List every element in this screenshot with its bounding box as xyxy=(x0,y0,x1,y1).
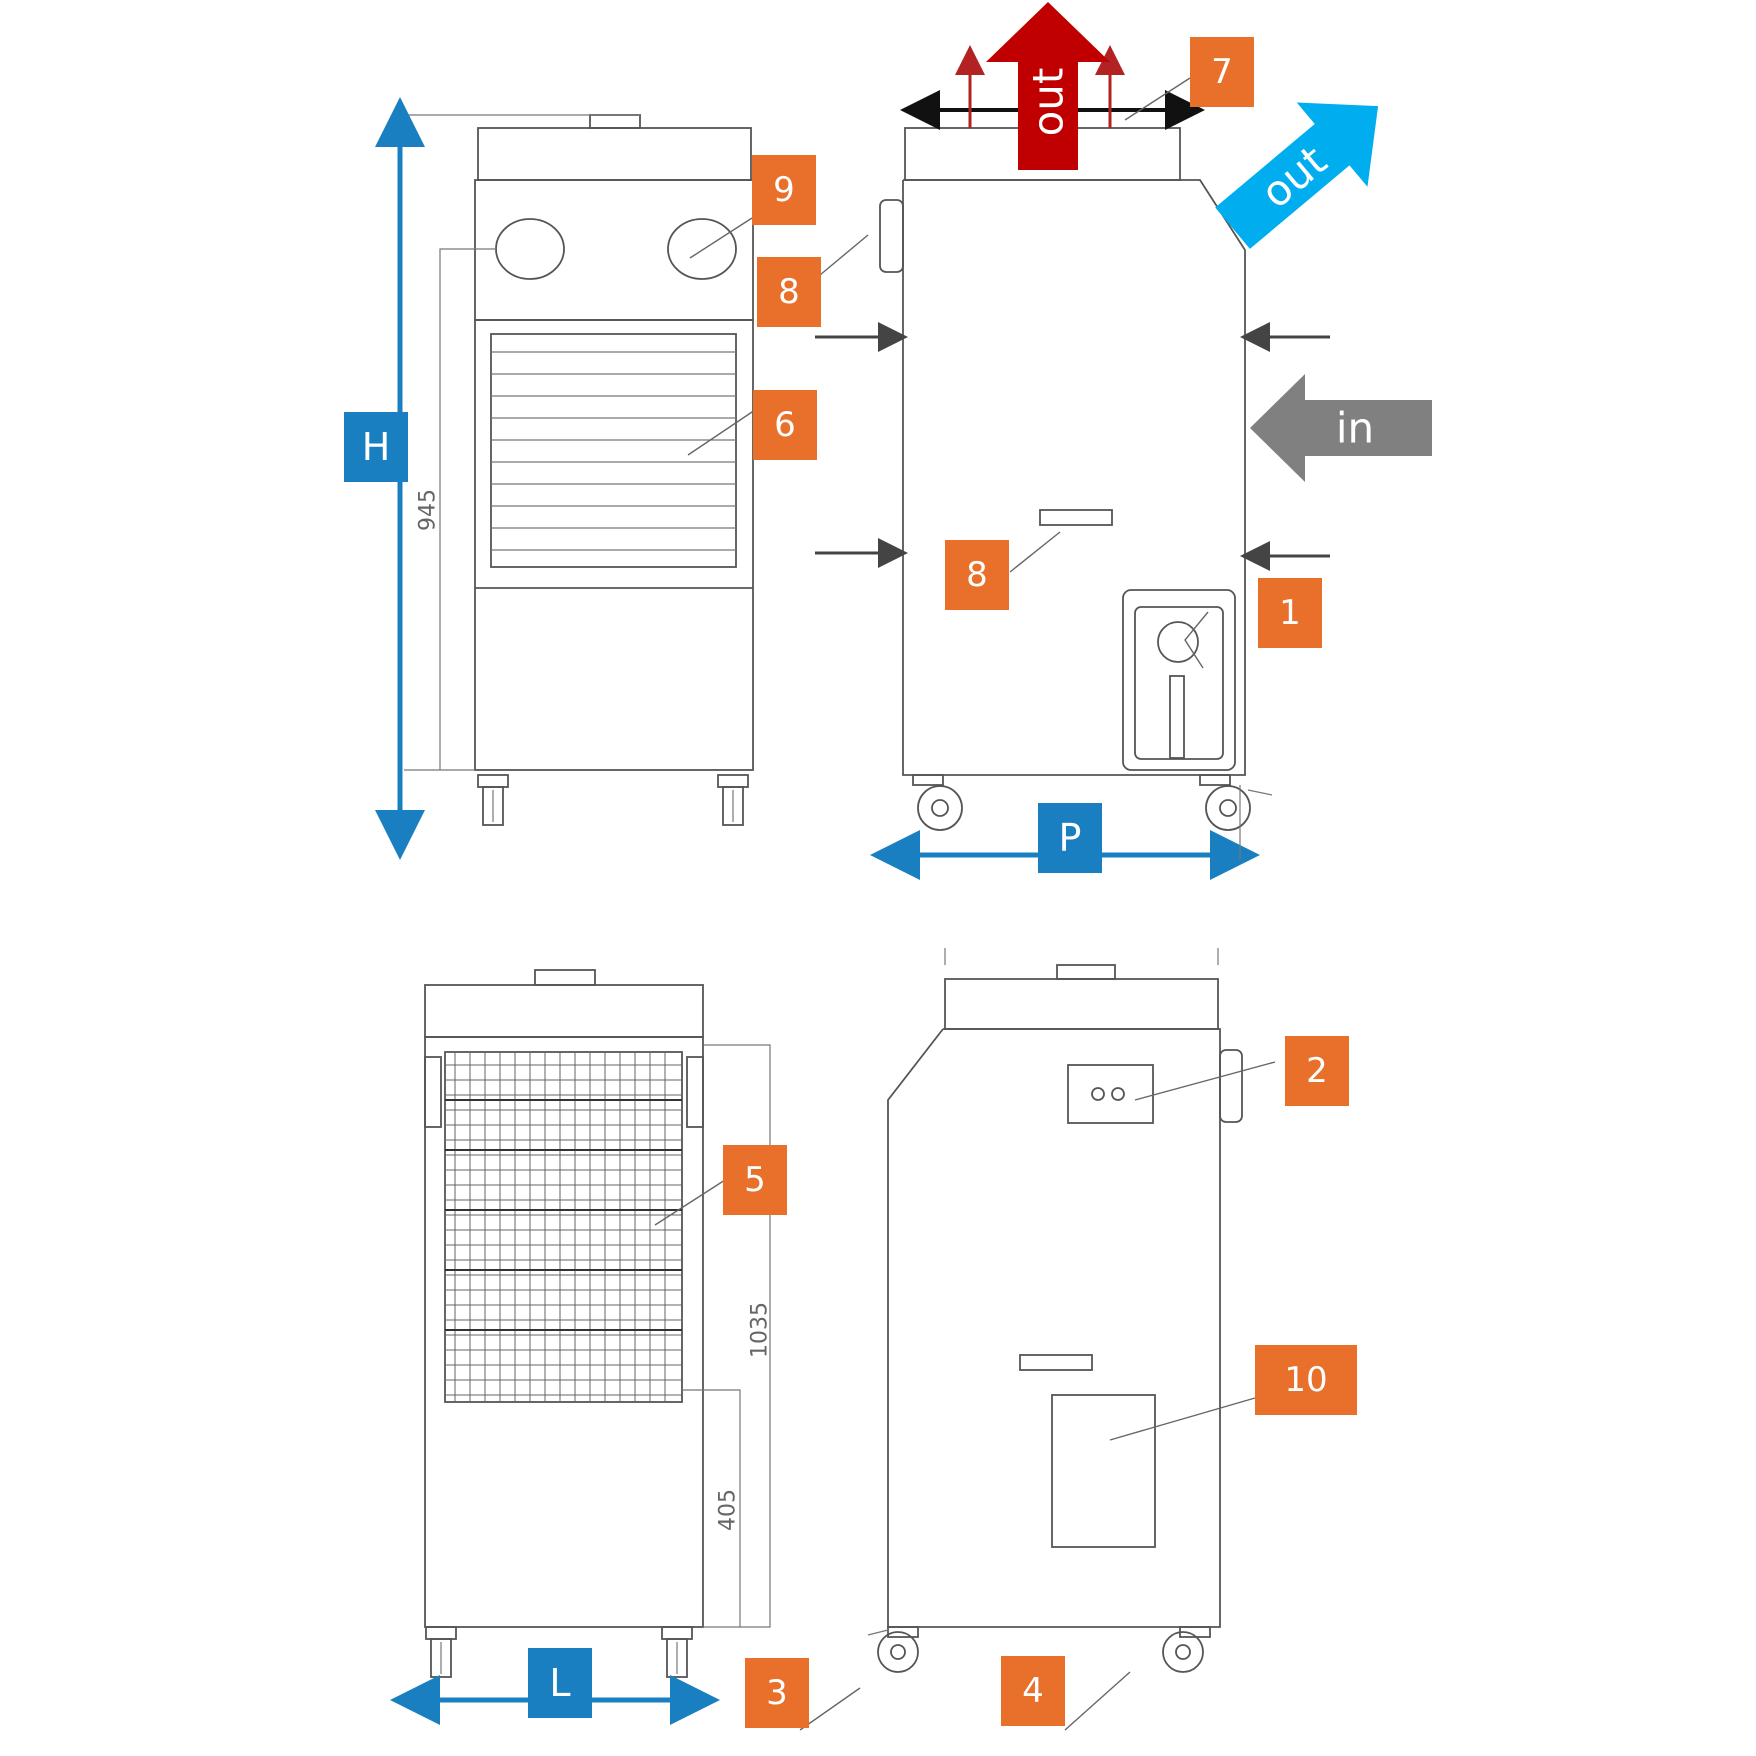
other-caster-right xyxy=(1162,1626,1211,1673)
callout-8-top: 8 xyxy=(757,257,821,327)
width-label-box xyxy=(528,1648,592,1718)
front-caster-right xyxy=(717,774,749,826)
callout-9-label: 9 xyxy=(773,170,795,210)
callout-7: 7 xyxy=(1190,37,1254,107)
back-grille xyxy=(444,1051,683,1403)
callout-10: 10 xyxy=(1255,1345,1357,1415)
control-panel xyxy=(1067,1064,1154,1124)
depth-label: P xyxy=(1059,816,1082,860)
back-view: 1035 405 L xyxy=(390,969,773,1725)
callout-2-label: 2 xyxy=(1306,1051,1328,1091)
dimension-1035: 1035 xyxy=(748,1302,773,1358)
callout-9: 9 xyxy=(752,155,816,225)
dimension-945: 945 xyxy=(416,489,441,531)
front-view: H 945 xyxy=(344,97,754,860)
height-label-box xyxy=(344,412,408,482)
in-arrow-label: in xyxy=(1336,404,1374,453)
side-view: out out in P xyxy=(815,2,1432,880)
front-louvre-lines xyxy=(491,351,736,551)
callout-8-top-label: 8 xyxy=(778,272,800,312)
callout-6: 6 xyxy=(753,390,817,460)
front-caster-left xyxy=(477,774,509,826)
back-grille-mesh xyxy=(445,1052,682,1402)
callout-7-label: 7 xyxy=(1211,52,1233,92)
back-caster-right xyxy=(661,1626,693,1678)
callout-2: 2 xyxy=(1285,1036,1349,1106)
out-top-arrow-label: out xyxy=(1024,68,1073,137)
side-caster-left xyxy=(912,774,963,831)
other-side-view xyxy=(867,948,1243,1673)
callout-leaders xyxy=(654,77,1276,1731)
rating-plate xyxy=(1051,1394,1156,1548)
callout-3: 3 xyxy=(745,1658,809,1728)
callout-3-label: 3 xyxy=(766,1673,788,1713)
callout-6-label: 6 xyxy=(774,405,796,445)
callout-10-label: 10 xyxy=(1284,1360,1327,1400)
out-top-arrow xyxy=(986,2,1110,170)
back-caster-left xyxy=(425,1626,457,1678)
callout-5: 5 xyxy=(723,1145,787,1215)
callout-8-middle-label: 8 xyxy=(966,555,988,595)
in-arrow xyxy=(1250,374,1432,482)
callout-1-label: 1 xyxy=(1279,593,1301,633)
dimension-405: 405 xyxy=(716,1489,741,1531)
callout-1: 1 xyxy=(1258,578,1322,648)
callout-8-middle: 8 xyxy=(945,540,1009,610)
callout-5-label: 5 xyxy=(744,1160,766,1200)
side-caster-right xyxy=(1199,774,1273,831)
depth-label-box xyxy=(1038,803,1102,873)
width-label: L xyxy=(549,1661,570,1705)
callout-4-label: 4 xyxy=(1022,1671,1044,1711)
other-caster-left xyxy=(867,1626,919,1673)
height-label: H xyxy=(362,425,391,469)
callout-4: 4 xyxy=(1001,1656,1065,1726)
